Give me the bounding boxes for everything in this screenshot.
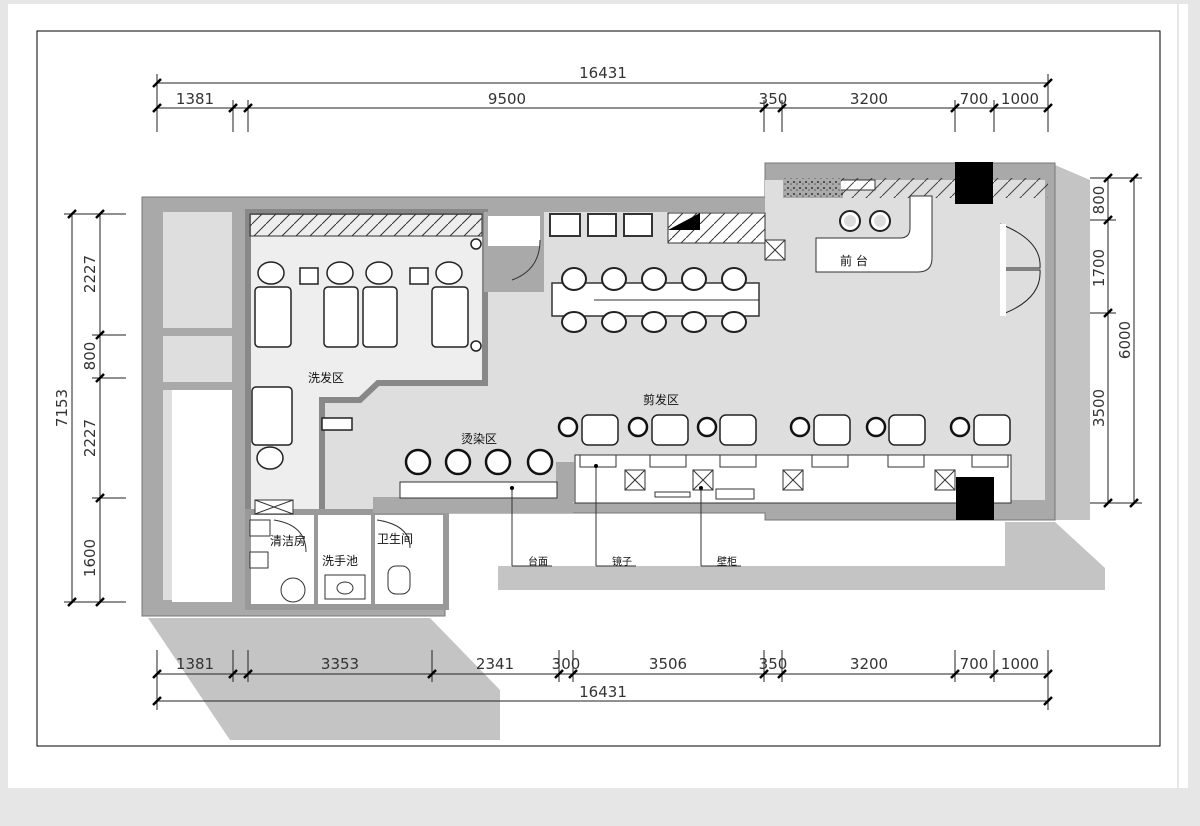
right-dim-2: 1700: [1090, 249, 1108, 287]
right-dim-1: 800: [1090, 186, 1108, 215]
callout-wall-cabinet: 壁柜: [717, 555, 737, 568]
perm-dye-area: 烫染区: [399, 431, 558, 499]
top-dimension-ticks: [152, 78, 1053, 113]
haircut-area-label: 剪发区: [643, 392, 679, 407]
bottom-dim-2: 3353: [321, 655, 359, 673]
bottom-dim-5: 3506: [649, 655, 687, 673]
top-dimension-lines: [156, 74, 1049, 132]
callout-mirror: 镜子: [612, 555, 632, 568]
top-dim-6: 1000: [1001, 90, 1039, 108]
left-dim-2: 800: [81, 342, 99, 371]
left-dimension-lines: [64, 213, 126, 603]
bottom-total-dimension: 16431: [579, 683, 627, 701]
haircut-area: 剪发区: [557, 392, 1012, 520]
reception-area: 前 台: [549, 162, 1048, 316]
bottom-dim-8: 700: [960, 655, 989, 673]
right-dimension-lines: [1090, 177, 1142, 504]
restroom-label: 卫生间: [377, 532, 413, 546]
callouts: [511, 466, 741, 567]
callout-counter: 台面: [528, 555, 548, 568]
top-dim-5: 700: [960, 90, 989, 108]
service-rooms: 清洁房 洗手池 卫生间: [249, 519, 413, 603]
left-total-dimension: 7153: [53, 389, 71, 427]
shampoo-area-label: 洗发区: [308, 370, 344, 385]
cleaning-room-label: 清洁房: [270, 533, 306, 548]
right-total-dimension: 6000: [1116, 321, 1134, 359]
waiting-bench: [511, 239, 760, 333]
right-dim-3: 3500: [1090, 389, 1108, 427]
bottom-dim-1: 1381: [176, 655, 214, 673]
shampoo-area: 洗发区: [249, 213, 483, 515]
wash-basin-label: 洗手池: [322, 554, 358, 568]
top-dim-2: 9500: [488, 90, 526, 108]
left-dim-3: 2227: [81, 419, 99, 457]
reception-label: 前 台: [840, 253, 868, 268]
bottom-dim-7: 3200: [850, 655, 888, 673]
bottom-dimension-lines: [156, 650, 1049, 710]
left-dim-1: 2227: [81, 255, 99, 293]
drawing-frame: [36, 30, 1161, 747]
bottom-dim-6: 350: [759, 655, 788, 673]
top-dim-4: 3200: [850, 90, 888, 108]
top-dim-1: 1381: [176, 90, 214, 108]
bottom-dim-9: 1000: [1001, 655, 1039, 673]
top-total-dimension: 16431: [579, 64, 627, 82]
right-dimension-ticks: [1103, 173, 1139, 508]
bottom-dim-3: 2341: [476, 655, 514, 673]
left-dim-4: 1600: [81, 539, 99, 577]
bottom-dim-4: 300: [552, 655, 581, 673]
left-dimension-ticks: [67, 209, 105, 607]
top-dim-3: 350: [759, 90, 788, 108]
bottom-dimension-ticks: [152, 669, 1053, 706]
perm-dye-area-label: 烫染区: [461, 431, 497, 446]
